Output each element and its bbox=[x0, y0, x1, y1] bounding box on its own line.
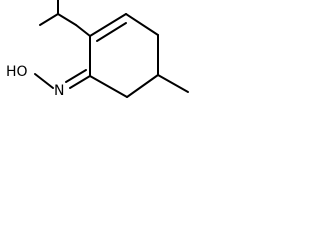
isopropyl-ch-to-ring-bond bbox=[75, 24, 91, 37]
oxime-no-bond bbox=[34, 73, 54, 89]
isopropyl-methyl-right-bond bbox=[57, 13, 77, 26]
ring-bond-c2-c3-outer bbox=[89, 13, 127, 37]
molecule-diagram: N HO bbox=[6, 0, 189, 99]
ring-bond-c2-c3-inner bbox=[96, 22, 127, 42]
ring-bond-c3-c4 bbox=[125, 13, 159, 36]
isopropyl-methyl-left-bond bbox=[39, 13, 59, 26]
ring-bond-c6-c1 bbox=[89, 75, 128, 98]
hydroxyl-atom-label: HO bbox=[6, 64, 28, 80]
ring-bond-c5-c6 bbox=[126, 74, 159, 98]
ring-methyl-bond bbox=[157, 74, 189, 93]
oxime-cn-double-bond-outer bbox=[69, 75, 91, 89]
nitrogen-atom-label: N bbox=[54, 83, 64, 99]
oxime-cn-double-bond-inner bbox=[65, 69, 87, 83]
